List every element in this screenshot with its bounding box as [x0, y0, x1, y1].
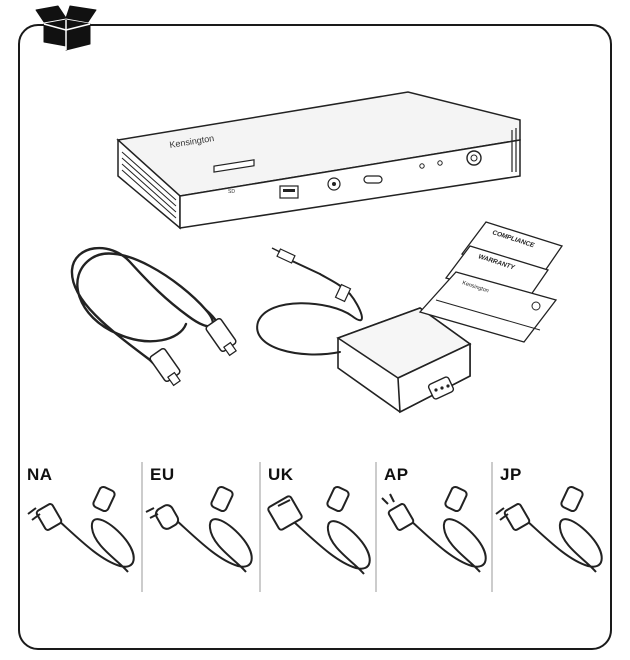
sd-slot-label: SD	[228, 189, 235, 195]
region-label-ap: AP	[384, 465, 409, 484]
usb-c-cable-icon	[70, 246, 226, 380]
usb-c-connector-top	[205, 317, 237, 357]
na-plug-icon	[27, 485, 135, 573]
region-label-uk: UK	[268, 465, 294, 484]
power-adapter-icon	[336, 307, 472, 414]
document-stack	[418, 221, 564, 343]
region-label-eu: EU	[150, 465, 175, 484]
eu-plug-icon	[145, 485, 253, 573]
ap-plug-icon	[381, 485, 487, 573]
region-label-jp: JP	[500, 465, 522, 484]
docking-station	[116, 91, 521, 230]
dc-plug	[271, 247, 352, 303]
region-label-na: NA	[27, 465, 53, 484]
uk-plug-icon	[267, 485, 371, 575]
usb-c-connector-bottom	[149, 347, 181, 387]
jp-plug-icon	[495, 485, 603, 573]
open-box-icon	[35, 5, 97, 51]
region-dividers	[141, 462, 493, 592]
